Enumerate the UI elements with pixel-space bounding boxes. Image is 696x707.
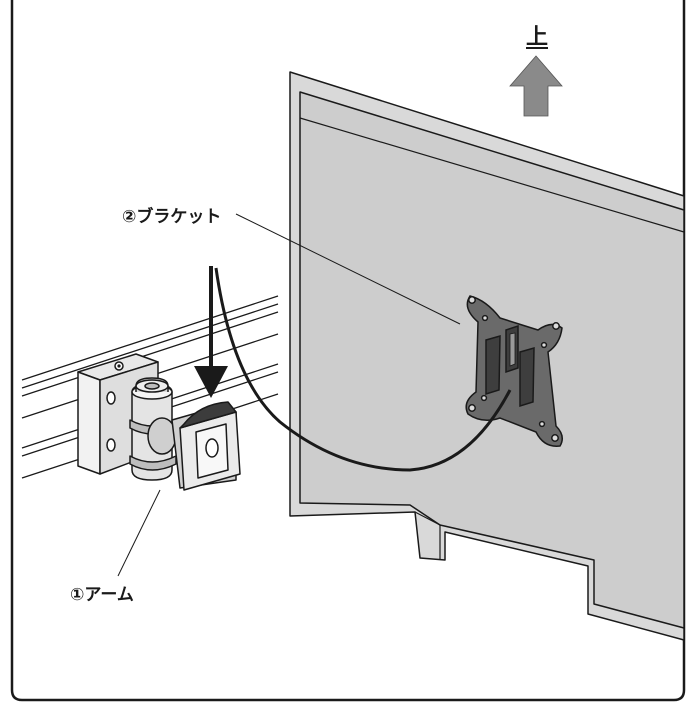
clamp-block-front <box>77 371 101 475</box>
diagram-frame <box>10 0 686 702</box>
bracket-hole <box>552 322 560 330</box>
bracket-leader-line <box>235 213 461 325</box>
bracket-hole <box>468 296 476 304</box>
bracket-hole <box>538 420 546 428</box>
bracket-hook-left <box>485 335 501 396</box>
up-arrow-icon <box>509 55 563 117</box>
bracket-hole <box>481 314 489 322</box>
arm-label: ①アーム <box>70 585 134 605</box>
hinge-ring <box>129 455 177 471</box>
bracket-hook-right <box>519 347 535 408</box>
arm-assembly <box>77 353 241 491</box>
bracket-hole <box>480 394 488 402</box>
arm-leader-line <box>117 489 161 577</box>
arm-head-slot <box>205 438 219 458</box>
vesa-bracket <box>465 295 563 447</box>
up-label: 上 <box>526 25 548 50</box>
down-arrow-icon <box>194 266 228 398</box>
monitor-foot-notch <box>414 511 441 560</box>
bracket-label: ②ブラケット <box>122 206 221 227</box>
clamp-hole <box>106 391 116 405</box>
bracket-hole <box>540 341 548 349</box>
bracket-hole <box>551 434 559 442</box>
clamp-hole <box>106 438 116 452</box>
bracket-hole <box>468 404 476 412</box>
motion-path <box>214 267 512 472</box>
arm-head-wedge <box>179 401 237 429</box>
monitor-ridge <box>299 117 685 233</box>
bracket-plate <box>465 295 563 447</box>
